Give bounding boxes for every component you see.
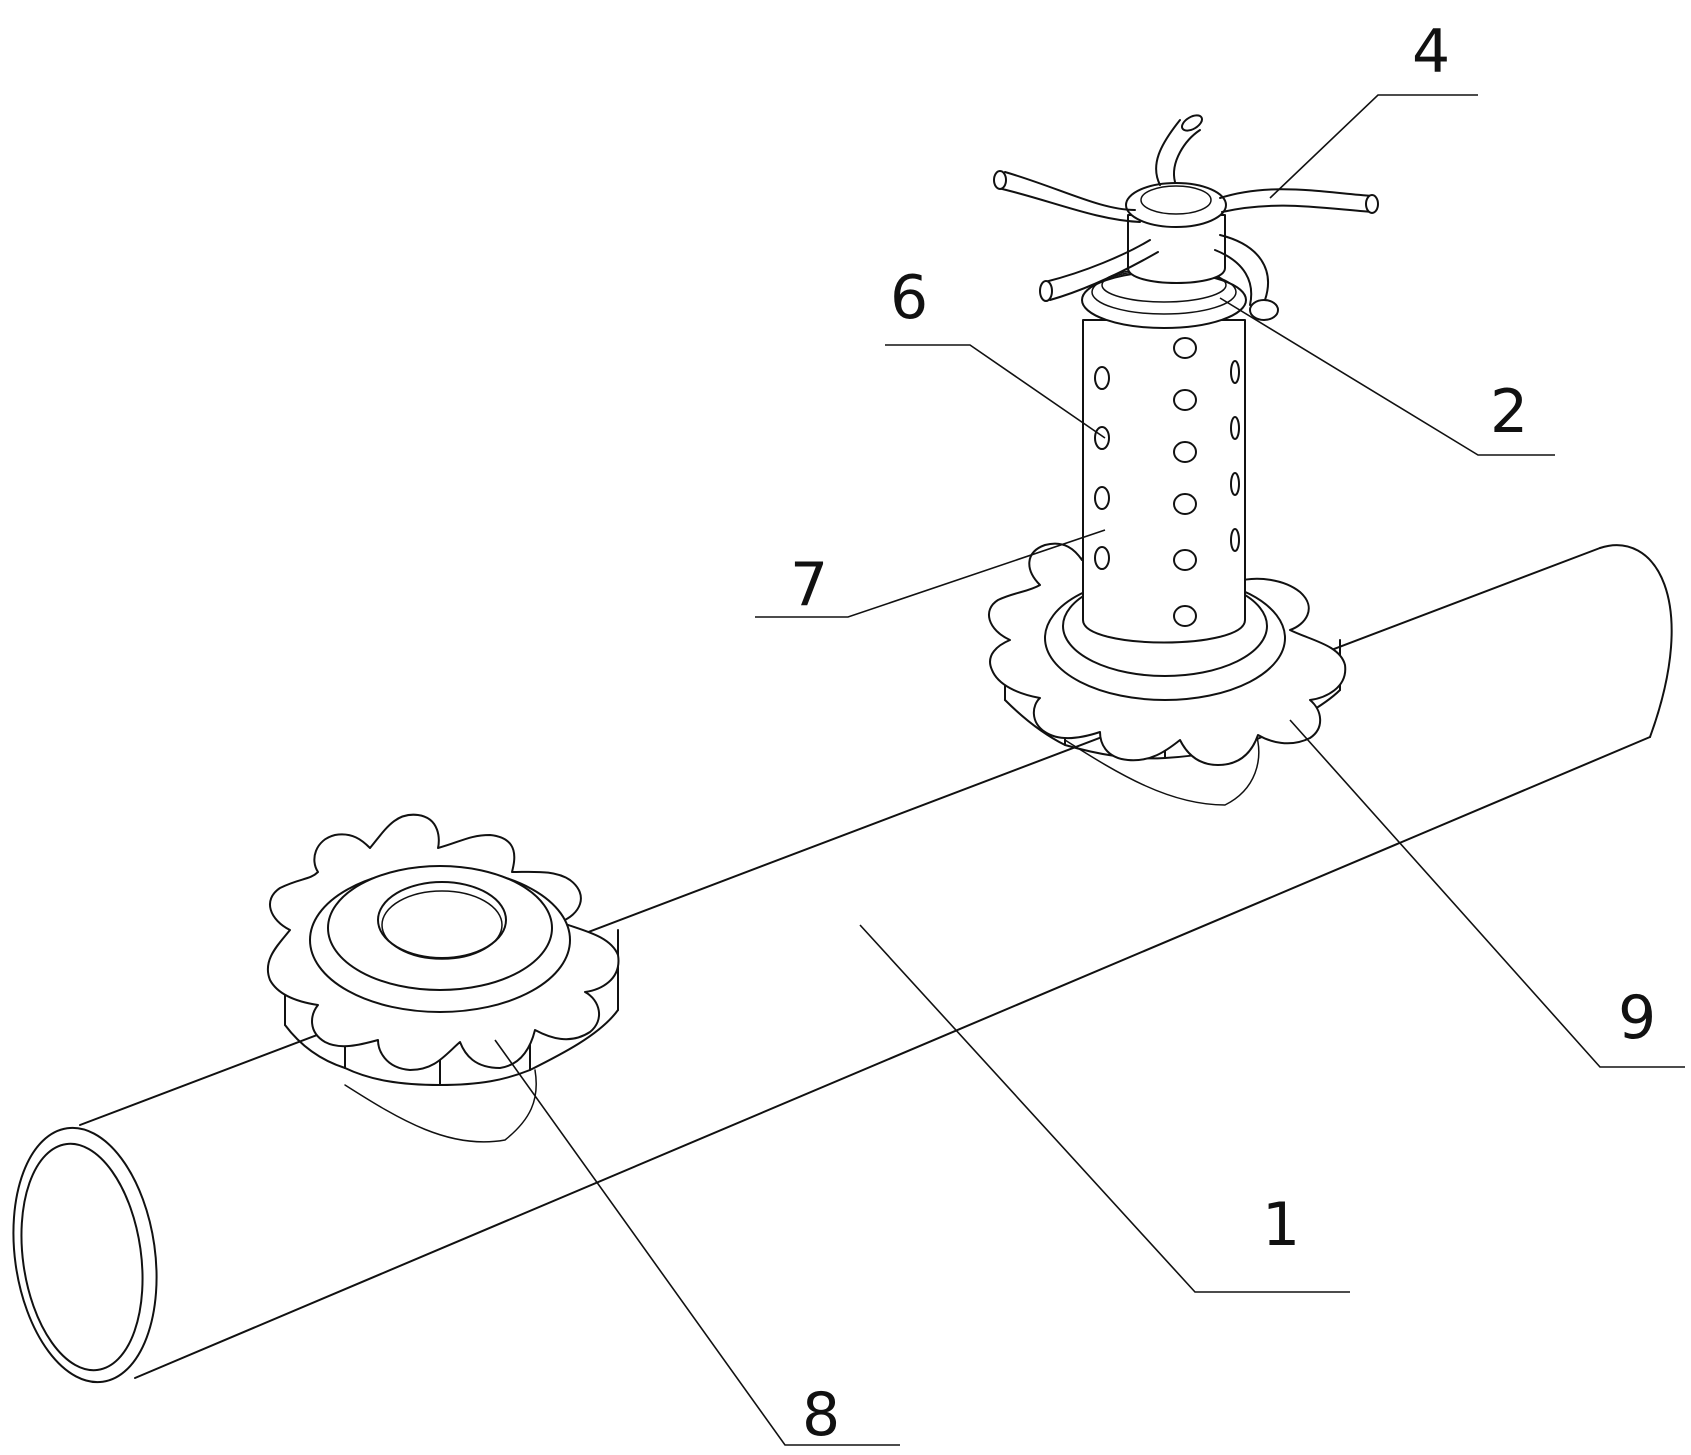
label-1: 1: [1262, 1190, 1300, 1260]
label-2: 2: [1490, 377, 1528, 447]
label-9: 9: [1618, 983, 1656, 1053]
reference-labels: 4 6 2 7 9 1 8: [790, 17, 1656, 1450]
rear-sprocket: [987, 114, 1379, 806]
tube-holes: [1094, 337, 1240, 627]
label-4: 4: [1412, 17, 1450, 87]
front-sprocket: [267, 813, 620, 1143]
label-6: 6: [890, 263, 928, 333]
branch-pipes: [993, 114, 1379, 321]
main-pipe: [12, 544, 1673, 1384]
leader-lines: [494, 94, 1685, 1446]
label-7: 7: [790, 550, 828, 620]
label-8: 8: [802, 1380, 840, 1450]
